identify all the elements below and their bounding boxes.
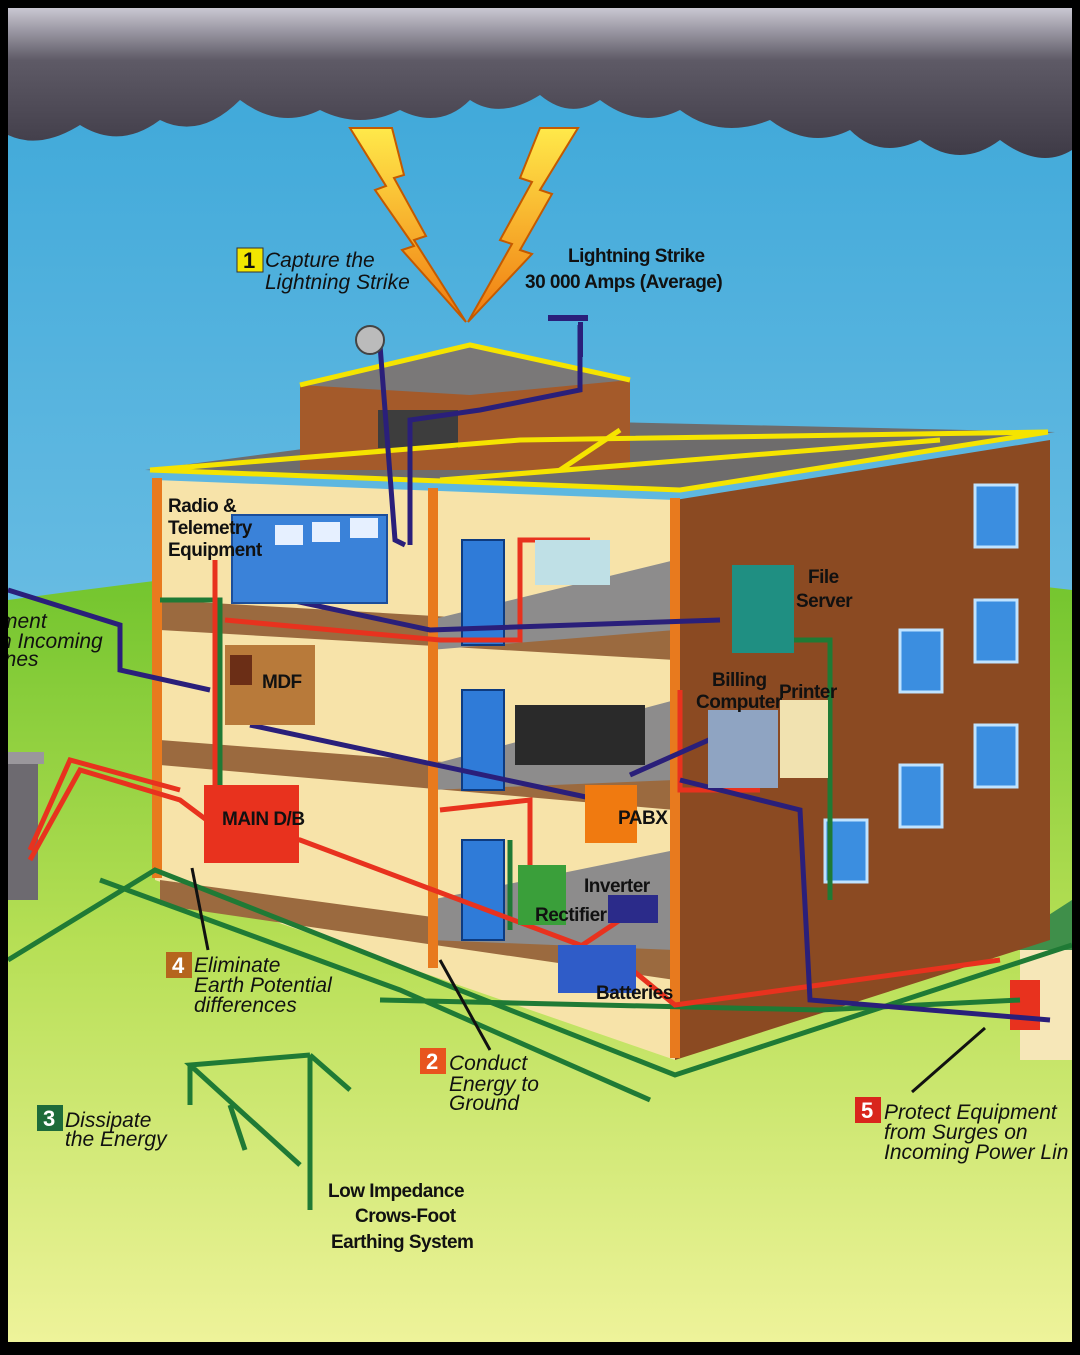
lightning-bolts <box>348 127 580 323</box>
rectifier-label: Rectifier <box>535 905 608 926</box>
step-3: 3 Dissipate the Energy <box>37 1105 168 1151</box>
step-4: 4 Eliminate Earth Potential differences <box>166 867 333 1017</box>
file-server-label-2: Server <box>796 591 853 612</box>
step-4-line1: Eliminate <box>194 954 280 977</box>
billing-label-1: Billing <box>712 670 767 691</box>
step-2: 2 Conduct Energy to Ground <box>420 959 539 1115</box>
step-1-line2: Lightning Strike <box>265 271 410 294</box>
inverter-label: Inverter <box>584 876 651 897</box>
satellite-dish <box>355 325 385 355</box>
step-2-line1: Conduct <box>449 1052 528 1075</box>
step-3-line2: the Energy <box>65 1128 168 1151</box>
batteries-box <box>558 945 636 993</box>
strike-line2: 30 000 Amps (Average) <box>525 272 722 293</box>
left-cut-line1: ment <box>0 610 48 633</box>
lightning-strike-label: Lightning Strike 30 000 Amps (Average) <box>525 246 723 293</box>
printer-box <box>780 700 828 778</box>
strike-line1: Lightning Strike <box>568 246 705 267</box>
radio-label-1: Radio & <box>168 496 237 517</box>
left-cut-line3: ines <box>0 648 39 671</box>
earthing-label: Low Impedance Crows-Foot Earthing System <box>328 1181 474 1253</box>
pabx-label: PABX <box>618 808 668 829</box>
batteries-label: Batteries <box>596 983 673 1004</box>
left-cut-line2: n Incoming <box>0 630 103 653</box>
step-3-number: 3 <box>43 1106 55 1131</box>
storm-clouds <box>8 8 1072 158</box>
left-substation <box>8 752 44 900</box>
step-2-line3: Ground <box>449 1092 520 1115</box>
step-5-line3: Incoming Power Lin <box>884 1141 1068 1164</box>
main-db-label: MAIN D/B <box>222 809 305 830</box>
left-cut-label: ment n Incoming ines <box>0 610 103 671</box>
earthing-line2: Crows-Foot <box>355 1206 457 1227</box>
step-1-line1: Capture the <box>265 249 375 272</box>
earthing-line3: Earthing System <box>331 1232 473 1253</box>
radio-label-2: Telemetry <box>168 518 253 539</box>
step-4-line3: differences <box>194 994 297 1017</box>
rectifier-box <box>518 865 566 925</box>
file-server-box <box>732 565 794 653</box>
step-1-number: 1 <box>243 248 255 273</box>
air-termination-network <box>149 342 1049 493</box>
step-2-line2: Energy to <box>449 1073 539 1096</box>
step-2-number: 2 <box>426 1049 438 1074</box>
data-wiring <box>7 325 1051 1023</box>
step-5-line2: from Surges on <box>884 1121 1028 1144</box>
step-4-number: 4 <box>172 953 185 978</box>
step-5: 5 Protect Equipment from Surges on Incom… <box>855 1026 1068 1164</box>
step-5-number: 5 <box>861 1098 873 1123</box>
equipment <box>204 315 828 993</box>
mdf-label: MDF <box>262 672 302 693</box>
inverter-box <box>608 895 658 923</box>
billing-label-2: Computer <box>696 692 783 713</box>
antenna-mast <box>578 322 583 357</box>
printer-label: Printer <box>779 682 838 703</box>
earthing-line1: Low Impedance <box>328 1181 464 1202</box>
radio-label-3: Equipment <box>168 540 263 561</box>
file-server-label-1: File <box>808 567 839 588</box>
step-5-line1: Protect Equipment <box>884 1101 1058 1124</box>
radio-equipment-box <box>231 514 388 604</box>
step-1: 1 Capture the Lightning Strike <box>236 247 410 294</box>
step-3-line1: Dissipate <box>65 1109 151 1132</box>
equipment-labels: Radio & Telemetry Equipment File Server … <box>168 496 854 1004</box>
billing-computer-box <box>708 710 778 788</box>
main-db-box <box>204 785 299 863</box>
pabx-box <box>585 785 637 843</box>
step-4-line2: Earth Potential <box>194 974 333 997</box>
